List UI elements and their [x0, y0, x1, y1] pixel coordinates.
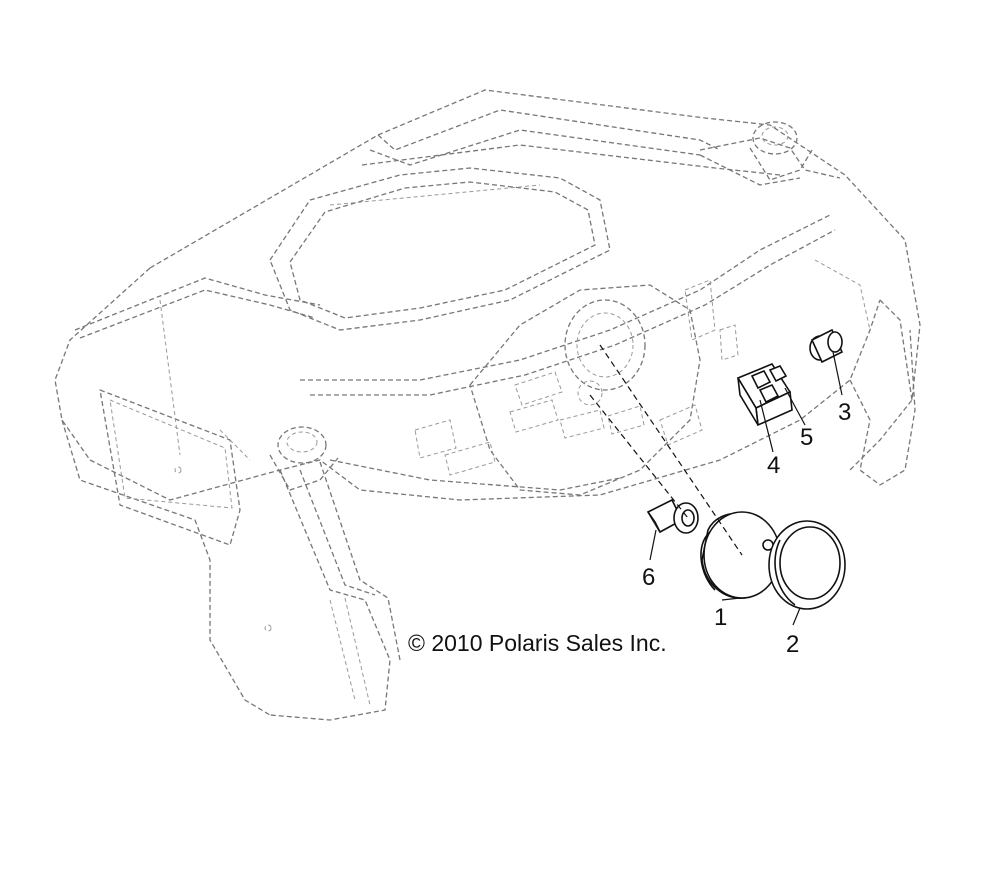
part-4-5-rocker-switch	[736, 363, 793, 427]
dashboard-body-outline	[54, 89, 921, 721]
part-3-accessory-socket	[809, 328, 844, 364]
callout-6: 6	[642, 564, 655, 591]
copyright-text: © 2010 Polaris Sales Inc.	[408, 630, 667, 656]
leader-lines	[589, 344, 843, 626]
part-2-gauge-bezel	[768, 520, 846, 610]
callout-3: 3	[838, 399, 851, 426]
callout-1: 1	[714, 604, 727, 631]
part-6-ignition-switch	[646, 498, 699, 534]
callout-4: 4	[767, 452, 780, 479]
part-1-speedometer	[700, 511, 781, 599]
callout-2: 2	[786, 631, 799, 658]
callout-5: 5	[800, 424, 813, 451]
